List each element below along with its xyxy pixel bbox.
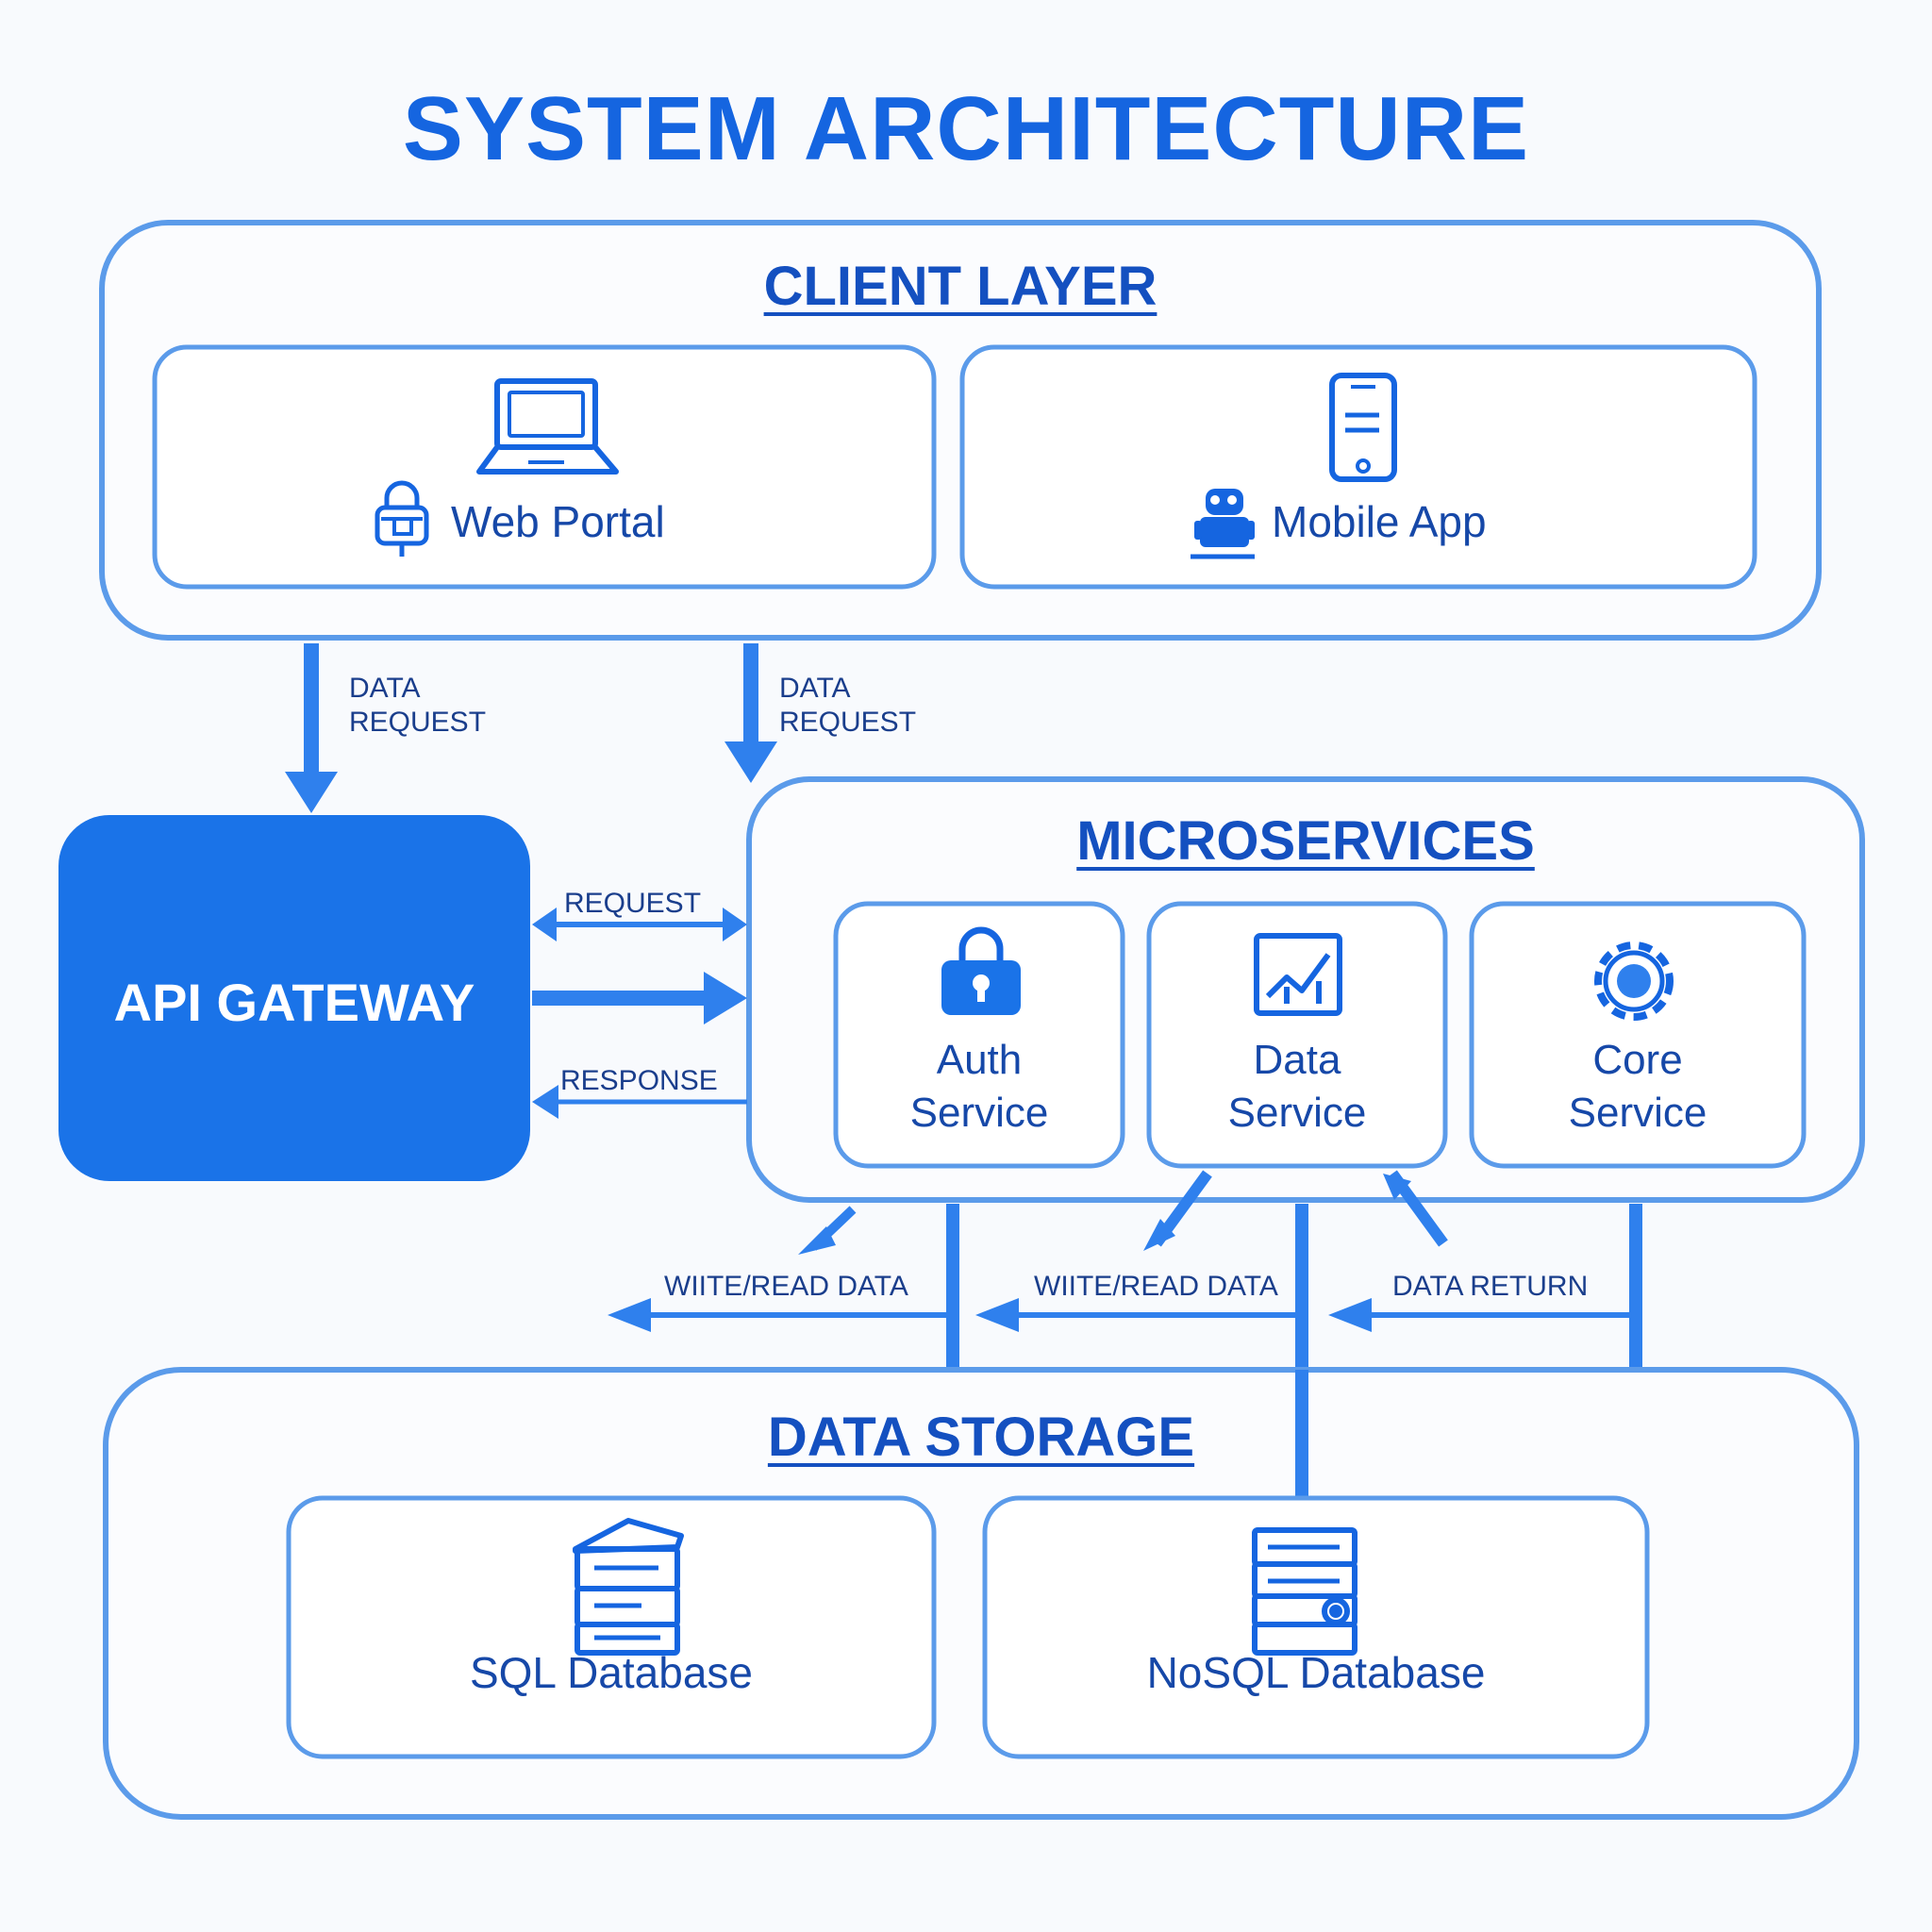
response-arrow	[532, 1085, 747, 1119]
chart-icon	[1254, 933, 1342, 1016]
database-drive-icon	[1252, 1527, 1357, 1656]
gear-icon	[1594, 941, 1674, 1021]
laptop-icon	[476, 378, 619, 475]
data-request-arrow-2	[724, 643, 777, 783]
smartphone-icon	[1329, 373, 1397, 482]
data-service-label: Data Service	[1227, 1037, 1367, 1136]
write-read-label-1: WIITE/READ DATA	[664, 1271, 908, 1302]
data-return-arrow	[1328, 1298, 1632, 1332]
lock-badge-icon	[375, 480, 429, 557]
web-portal-label: Web Portal	[451, 497, 665, 546]
padlock-icon	[941, 926, 1021, 1015]
diagram-title: SYSTEM ARCHITECTURE	[402, 78, 1530, 179]
web-portal-box[interactable]	[152, 344, 937, 590]
tick-arrowhead-3	[1383, 1174, 1411, 1200]
auth-service-box[interactable]	[833, 901, 1125, 1169]
data-request-label-1: DATA REQUEST	[349, 673, 487, 738]
data-service-box[interactable]	[1146, 901, 1448, 1169]
data-return-label: DATA RETURN	[1392, 1271, 1589, 1302]
sql-database-label: SQL Database	[469, 1648, 754, 1697]
api-gateway-label: API GATEWAY	[113, 973, 475, 1032]
server-rack-icon	[573, 1518, 684, 1656]
core-service-box[interactable]	[1469, 901, 1807, 1169]
request-arrow	[532, 908, 747, 941]
write-read-arrow-2	[975, 1298, 1298, 1332]
robot-icon	[1191, 489, 1255, 559]
data-request-label-2: DATA REQUEST	[779, 673, 917, 738]
client-layer-title: CLIENT LAYER	[763, 256, 1158, 317]
api-gateway-box[interactable]	[58, 815, 530, 1181]
nosql-database-label: NoSQL Database	[1146, 1648, 1486, 1697]
tick-arrowhead-2	[1143, 1219, 1175, 1251]
request-label: REQUEST	[564, 888, 702, 919]
tick-arrowhead-1	[798, 1226, 836, 1255]
write-read-label-2: WIITE/READ DATA	[1034, 1271, 1278, 1302]
write-read-arrow-1	[608, 1298, 947, 1332]
microservices-title: MICROSERVICES	[1076, 810, 1535, 872]
data-request-arrow-1	[285, 643, 338, 813]
main-flow-arrow	[532, 972, 747, 1024]
mobile-app-label: Mobile App	[1272, 497, 1487, 546]
core-service-label: Core Service	[1568, 1037, 1707, 1136]
response-label: RESPONSE	[560, 1065, 718, 1096]
data-storage-title: DATA STORAGE	[767, 1407, 1195, 1468]
auth-service-label: Auth Service	[909, 1037, 1049, 1136]
